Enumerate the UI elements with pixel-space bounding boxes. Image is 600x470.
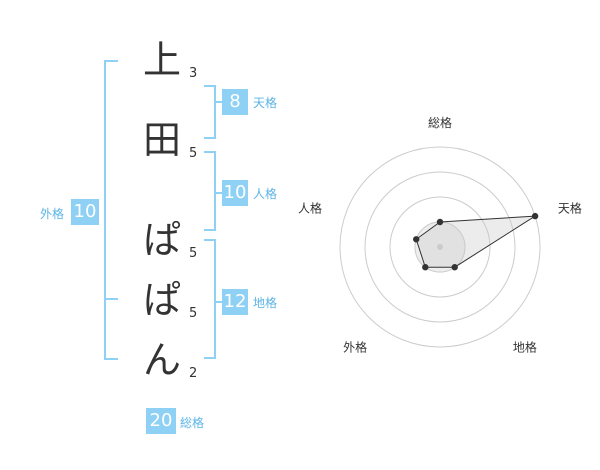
radar-point-2 — [531, 212, 539, 220]
tenkaku-bracket — [204, 85, 216, 139]
jinkaku-value: 10 — [222, 180, 248, 206]
tenkaku-bracket-tick — [216, 101, 222, 103]
stroke-count-1: 3 — [189, 66, 198, 81]
chikaku-value: 12 — [222, 289, 248, 315]
chikaku-bracket-tick — [216, 301, 222, 303]
stroke-count-2: 5 — [189, 146, 198, 161]
stroke-count-4: 5 — [189, 306, 198, 321]
radar-ring-4 — [339, 146, 541, 348]
stroke-count-5: 2 — [189, 366, 198, 381]
radar-ring-3 — [364, 171, 516, 323]
gaikaku-bracket — [104, 60, 118, 360]
gaikaku-bracket-divider — [104, 298, 118, 300]
radar-point-1 — [436, 218, 444, 226]
jinkaku-bracket-tick — [216, 192, 222, 194]
radar-point-3 — [451, 264, 458, 271]
gaikaku-label: 外格 — [40, 207, 65, 221]
name-char-5: ん — [142, 338, 181, 382]
tenkaku-value: 8 — [222, 89, 248, 115]
name-char-2: 田 — [142, 118, 181, 162]
radar-point-4 — [422, 264, 429, 271]
stroke-count-3: 5 — [189, 246, 198, 261]
radar-axis-label-1: 総格 — [428, 115, 452, 130]
radar-axis-label-3: 地格 — [513, 339, 537, 354]
chikaku-label: 地格 — [253, 296, 278, 310]
soukaku-label: 総格 — [180, 416, 205, 430]
jinkaku-bracket — [204, 151, 216, 231]
name-char-3: ぱ — [142, 218, 181, 262]
name-char-4: ぱ — [142, 278, 181, 322]
chikaku-bracket — [204, 239, 216, 359]
name-char-1: 上 — [142, 38, 181, 82]
tenkaku-label: 天格 — [253, 96, 278, 110]
radar-axis-label-4: 外格 — [343, 339, 367, 354]
radar-axis-label-5: 人格 — [298, 201, 322, 216]
gaikaku-value: 10 — [71, 199, 99, 225]
radar-ring-2 — [389, 196, 491, 298]
soukaku-value: 20 — [146, 408, 176, 434]
radar-center-dot — [437, 244, 443, 250]
radar-point-5 — [413, 236, 420, 243]
radar-axis-label-2: 天格 — [558, 201, 582, 216]
radar-series-polygon — [415, 215, 536, 268]
jinkaku-label: 人格 — [253, 187, 278, 201]
